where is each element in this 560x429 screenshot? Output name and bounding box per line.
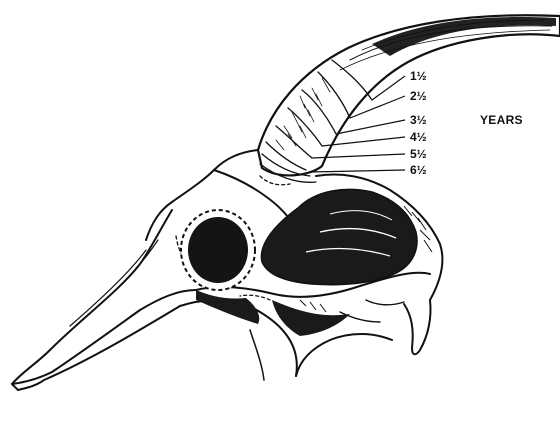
ring-label-3: 3½ bbox=[410, 113, 427, 127]
ring-label-6: 6½ bbox=[410, 163, 427, 177]
skull-lower-jaw bbox=[44, 300, 297, 380]
ring-label-5: 5½ bbox=[410, 147, 427, 161]
skull-occipital-hook bbox=[404, 300, 431, 354]
ring-age-labels: 1½ 2½ 3½ 4½ 5½ 6½ bbox=[410, 69, 427, 177]
horn-illustration bbox=[258, 15, 560, 182]
years-unit-label: YEARS bbox=[480, 113, 523, 127]
ring-label-4: 4½ bbox=[410, 130, 427, 144]
ring-label-2: 2½ bbox=[410, 89, 427, 103]
eye-orbit bbox=[181, 210, 255, 290]
ring-label-1: 1½ bbox=[410, 69, 427, 83]
temporal-fossa-shading bbox=[261, 189, 417, 284]
